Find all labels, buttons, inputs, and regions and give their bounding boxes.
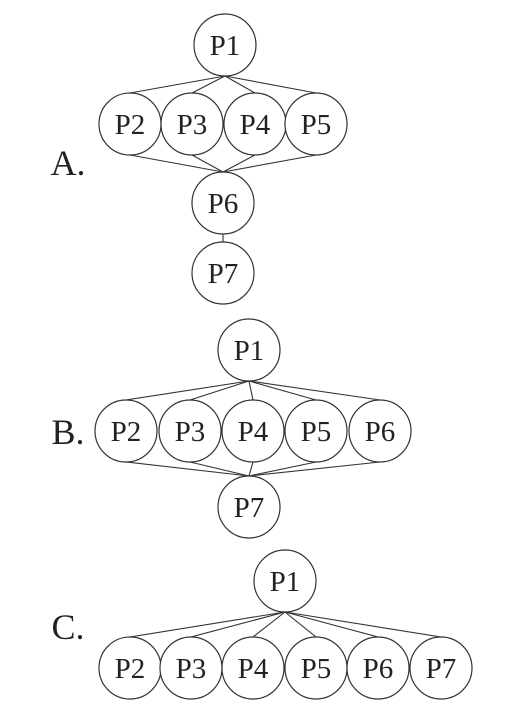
node-circle xyxy=(217,318,281,382)
node-a-p5: P5 xyxy=(284,92,348,156)
node-label: P2 xyxy=(115,653,146,685)
node-a-p4: P4 xyxy=(223,92,287,156)
edge-c-p1-p7 xyxy=(284,611,442,638)
node-b-p2: P2 xyxy=(94,399,158,463)
edge-a-p1-p3 xyxy=(191,75,226,94)
edge-b-p5-p7 xyxy=(248,461,317,477)
node-c-p2: P2 xyxy=(98,636,162,700)
node-label: P3 xyxy=(176,653,207,685)
edge-c-p1-p5 xyxy=(284,611,317,638)
node-label: P3 xyxy=(177,109,208,141)
node-b-p3: P3 xyxy=(158,399,222,463)
node-b-p1: P1 xyxy=(217,318,281,382)
node-label: P5 xyxy=(301,109,332,141)
node-b-p7: P7 xyxy=(217,475,281,539)
edge-a-p1-p5 xyxy=(224,75,317,94)
node-a-p7: P7 xyxy=(191,241,255,305)
node-label: P6 xyxy=(365,416,396,448)
edge-b-p6-p7 xyxy=(248,461,381,477)
edge-b-p1-p6 xyxy=(248,380,381,401)
node-c-p4: P4 xyxy=(221,636,285,700)
node-circle xyxy=(193,13,257,77)
node-circle xyxy=(221,636,285,700)
node-label: P4 xyxy=(238,416,269,448)
node-label: P7 xyxy=(234,492,265,524)
node-b-p5: P5 xyxy=(284,399,348,463)
edge-b-p4-p7 xyxy=(248,461,254,477)
node-circle xyxy=(94,399,158,463)
edge-a-p1-p4 xyxy=(224,75,256,94)
node-circle xyxy=(348,399,412,463)
node-label: P5 xyxy=(301,416,332,448)
node-circle xyxy=(284,399,348,463)
node-a-p2: P2 xyxy=(98,92,162,156)
node-label: P2 xyxy=(111,416,142,448)
node-circle xyxy=(409,636,473,700)
node-c-p3: P3 xyxy=(159,636,223,700)
option-label-b: B. xyxy=(51,412,84,452)
node-c-p7: P7 xyxy=(409,636,473,700)
edge-a-p3-p6 xyxy=(191,154,224,173)
node-label: P6 xyxy=(363,653,394,685)
node-label: P1 xyxy=(210,30,241,62)
node-circle xyxy=(221,399,285,463)
edge-a-p5-p6 xyxy=(222,154,317,173)
edge-b-p1-p4 xyxy=(248,380,254,401)
node-label: P7 xyxy=(208,258,239,290)
node-c-p5: P5 xyxy=(284,636,348,700)
edge-a-p1-p2 xyxy=(129,75,226,94)
node-label: P2 xyxy=(115,109,146,141)
node-label: P3 xyxy=(175,416,206,448)
edge-b-p3-p7 xyxy=(189,461,250,477)
edge-c-p1-p3 xyxy=(190,611,286,638)
node-circle xyxy=(158,399,222,463)
edge-c-p1-p6 xyxy=(284,611,379,638)
edge-b-p1-p2 xyxy=(125,380,250,401)
node-circle xyxy=(160,92,224,156)
node-c-p1: P1 xyxy=(253,549,317,613)
node-a-p1: P1 xyxy=(193,13,257,77)
edge-c-p1-p4 xyxy=(252,611,286,638)
node-circle xyxy=(217,475,281,539)
edge-a-p2-p6 xyxy=(129,154,224,173)
node-b-p6: P6 xyxy=(348,399,412,463)
option-label-a: A. xyxy=(51,143,86,183)
option-label-c: C. xyxy=(51,607,84,647)
node-label: P5 xyxy=(301,653,332,685)
node-circle xyxy=(253,549,317,613)
edge-b-p2-p7 xyxy=(125,461,250,477)
edge-b-p1-p5 xyxy=(248,380,317,401)
node-c-p6: P6 xyxy=(346,636,410,700)
node-label: P1 xyxy=(270,566,301,598)
node-a-p3: P3 xyxy=(160,92,224,156)
node-label: P6 xyxy=(208,188,239,220)
node-b-p4: P4 xyxy=(221,399,285,463)
node-label: P7 xyxy=(426,653,457,685)
node-circle xyxy=(346,636,410,700)
node-label: P4 xyxy=(238,653,269,685)
node-circle xyxy=(191,171,255,235)
edge-b-p1-p3 xyxy=(189,380,250,401)
edge-a-p4-p6 xyxy=(222,154,256,173)
node-label: P4 xyxy=(240,109,271,141)
node-circle xyxy=(284,92,348,156)
edge-c-p1-p2 xyxy=(129,611,286,638)
node-circle xyxy=(191,241,255,305)
node-a-p6: P6 xyxy=(191,171,255,235)
node-label: P1 xyxy=(234,335,265,367)
